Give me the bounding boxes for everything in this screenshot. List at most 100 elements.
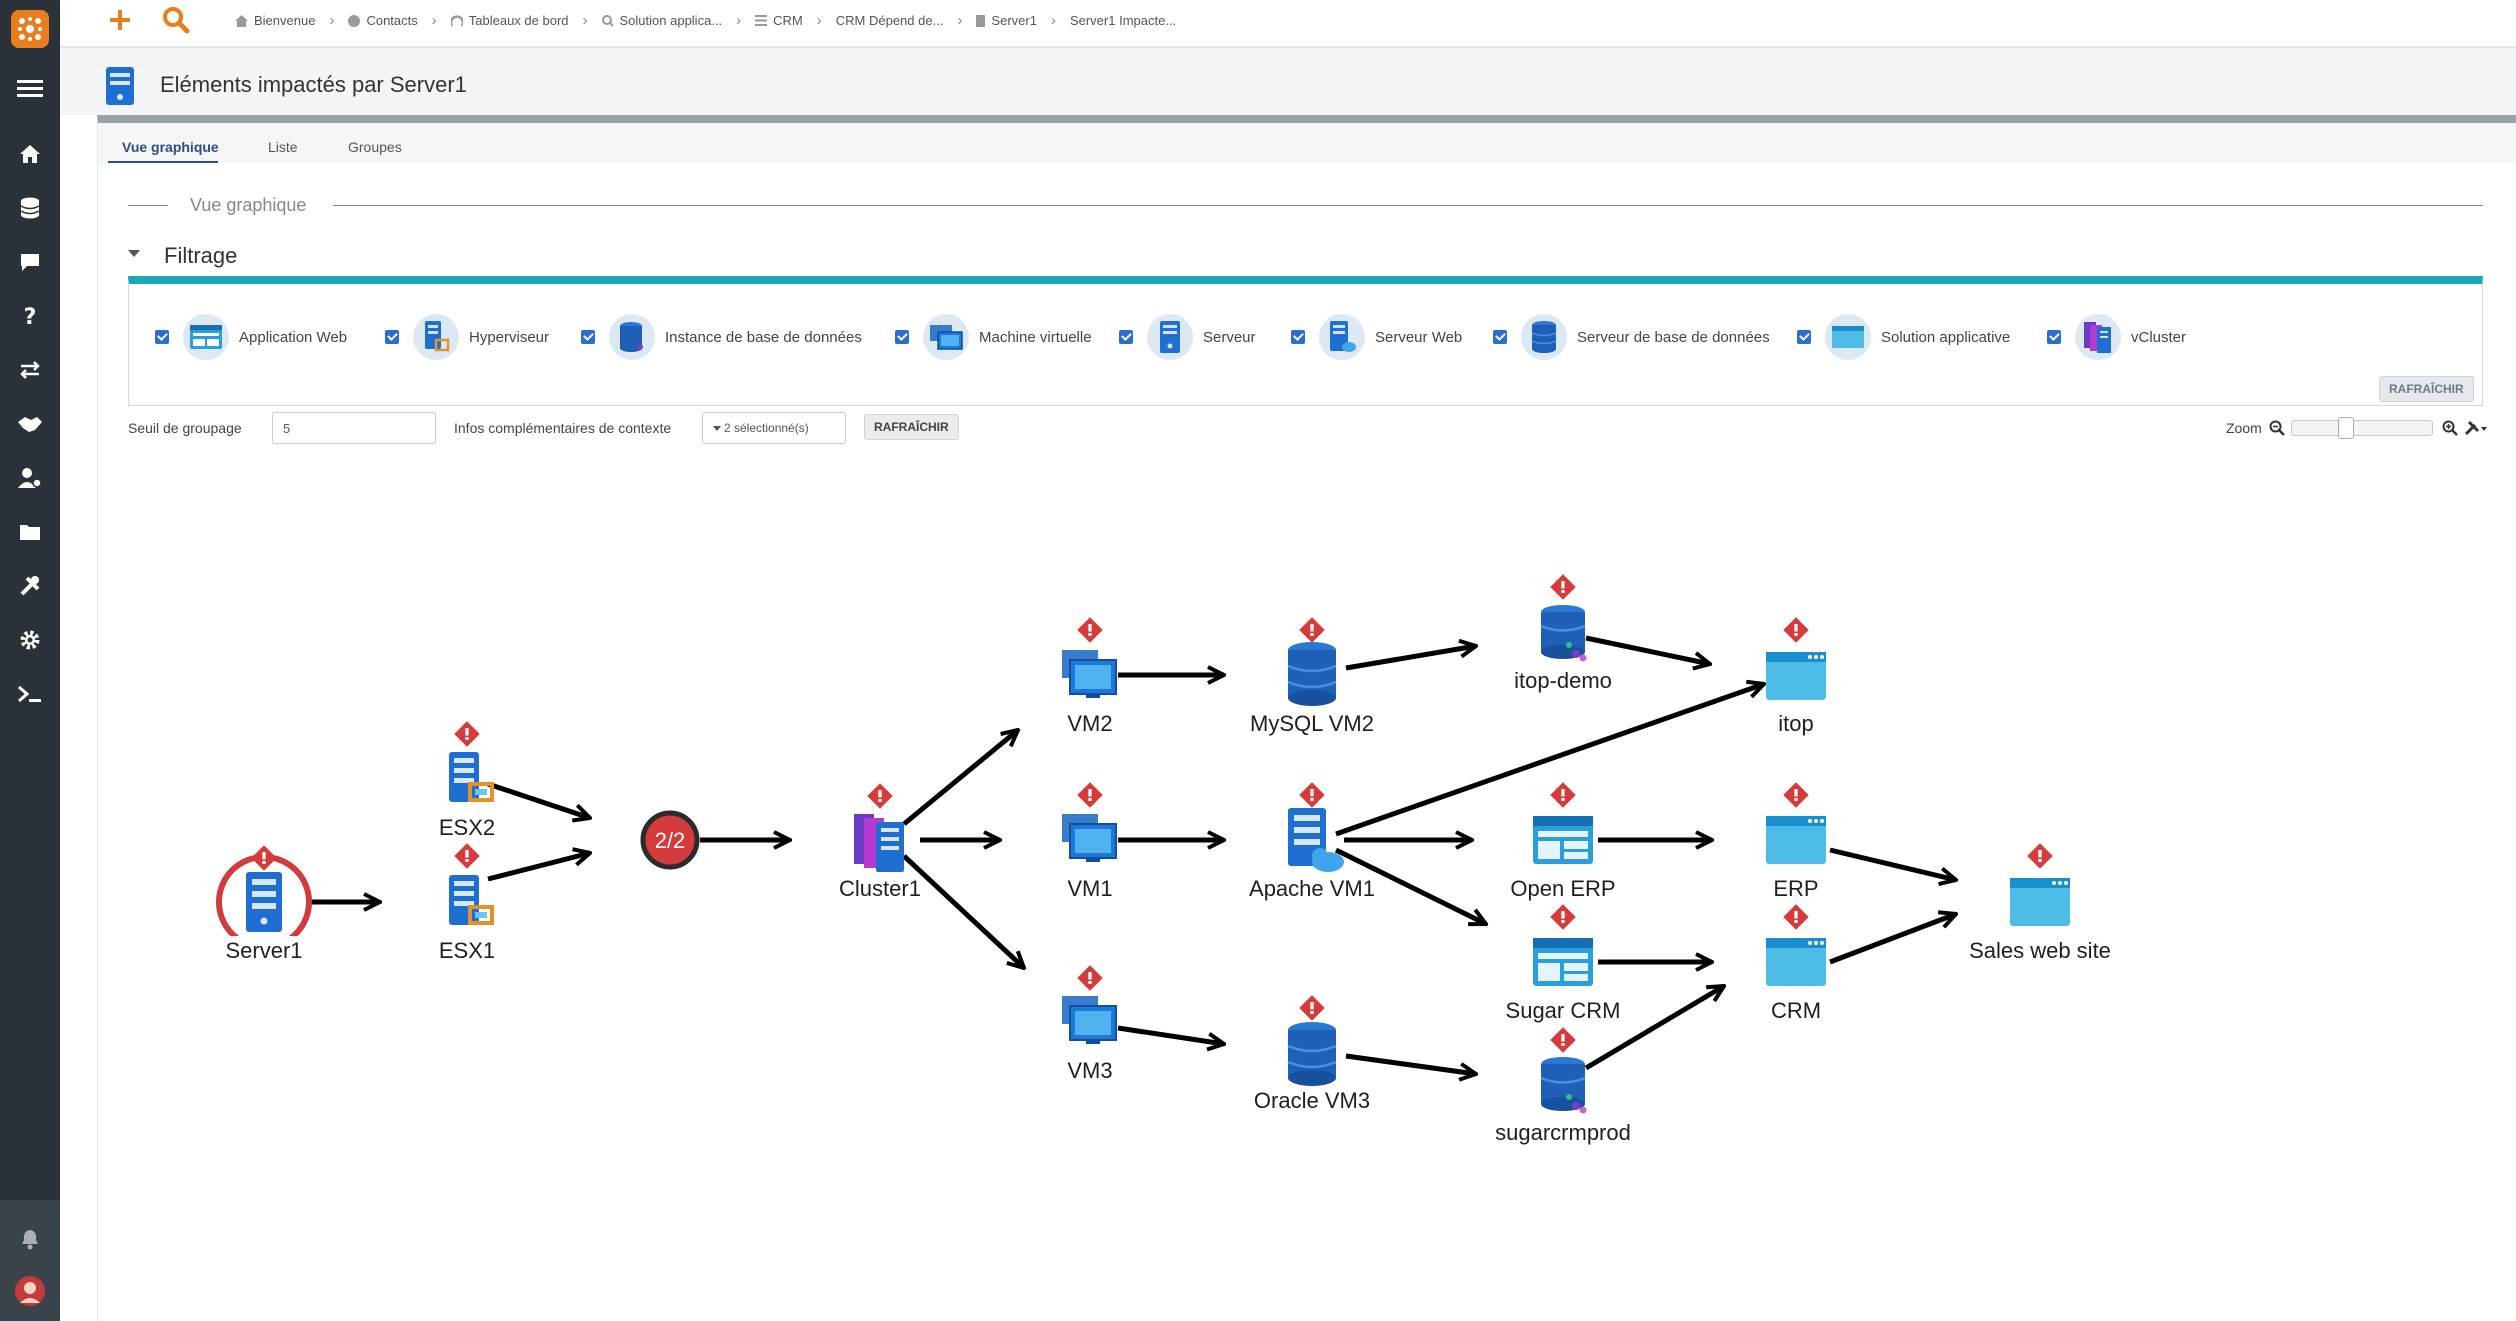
- filter-application-solution[interactable]: Solution applicative: [1797, 314, 2010, 360]
- web-application-icon: [1533, 816, 1593, 864]
- folder-icon[interactable]: [15, 517, 45, 547]
- edge-crm-saleswebsite: [1829, 914, 1956, 965]
- filter-db-instance[interactable]: Instance de base de données: [581, 314, 862, 360]
- graph-node-apachevm1[interactable]: Apache VM1: [1249, 782, 1375, 901]
- graph-node-esx2[interactable]: ESX2: [439, 721, 495, 840]
- graph-node-esx1[interactable]: ESX1: [439, 843, 495, 963]
- filter-server[interactable]: Serveur: [1119, 314, 1256, 360]
- itop-logo-icon[interactable]: [11, 10, 49, 48]
- edge-apachevm1-sugarcrm: [1334, 847, 1486, 927]
- exchange-icon[interactable]: [15, 355, 45, 385]
- graph-node-server1[interactable]: Server1: [214, 845, 314, 963]
- filter-db-server[interactable]: Serveur de base de données: [1493, 314, 1770, 360]
- breadcrumb-item[interactable]: Bienvenue›: [235, 12, 334, 29]
- checkbox[interactable]: [581, 330, 595, 344]
- tools-icon[interactable]: [15, 571, 45, 601]
- graph-node-mysqlvm2[interactable]: MySQL VM2: [1250, 617, 1374, 736]
- graph-node-openerp[interactable]: Open ERP: [1510, 782, 1616, 901]
- graph-node-sugarcrm[interactable]: Sugar CRM: [1506, 904, 1621, 1023]
- graph-node-vm2[interactable]: VM2: [1061, 617, 1117, 736]
- breadcrumb-item[interactable]: CRM Dépend de...›: [835, 12, 963, 29]
- zoom-out-icon[interactable]: [2269, 420, 2285, 439]
- virtual-machine-icon: [1061, 649, 1117, 699]
- checkbox[interactable]: [2047, 330, 2061, 344]
- application-solution-icon: [2010, 878, 2070, 926]
- filter-panel: Application Web Hyperviseur Instance de …: [128, 276, 2483, 406]
- checkbox[interactable]: [1291, 330, 1305, 344]
- group-count-label: 2/2: [655, 828, 686, 853]
- filter-hypervisor[interactable]: Hyperviseur: [385, 314, 549, 360]
- help-icon[interactable]: ?: [15, 301, 45, 331]
- tab-graph-view[interactable]: Vue graphique: [122, 139, 219, 155]
- graph-node-itopdemo[interactable]: itop-demo: [1514, 574, 1612, 693]
- node-label: Server1: [225, 938, 302, 963]
- graph-node-vm3[interactable]: VM3: [1061, 965, 1117, 1083]
- controls-refresh-button[interactable]: RAFRAÎCHIR: [864, 414, 959, 440]
- database-icon[interactable]: [15, 193, 45, 223]
- filter-refresh-button[interactable]: RAFRAÎCHIR: [2379, 376, 2474, 402]
- application-solution-icon: [1825, 314, 1871, 360]
- user-avatar[interactable]: [15, 1276, 45, 1306]
- filter-heading[interactable]: Filtrage: [164, 243, 238, 268]
- breadcrumb-item[interactable]: Tableaux de bord›: [450, 12, 588, 29]
- graph-node-saleswebsite[interactable]: Sales web site: [1969, 843, 2111, 963]
- graph-node-sugarcrmprod[interactable]: sugarcrmprod: [1495, 1027, 1631, 1145]
- settings-gear-icon[interactable]: [15, 625, 45, 655]
- graph-node-vm1[interactable]: VM1: [1061, 782, 1117, 901]
- breadcrumb-label: Bienvenue: [254, 13, 316, 28]
- breadcrumb-item[interactable]: Server1›: [976, 12, 1056, 29]
- checkbox[interactable]: [155, 330, 169, 344]
- checkbox[interactable]: [1797, 330, 1811, 344]
- virtual-machine-icon: [1061, 995, 1117, 1045]
- filter-web-server[interactable]: Serveur Web: [1291, 314, 1462, 360]
- node-label: ESX2: [439, 815, 495, 840]
- chat-icon[interactable]: [15, 247, 45, 277]
- plus-icon[interactable]: [108, 8, 132, 37]
- node-label: Apache VM1: [1249, 876, 1375, 901]
- user-gear-icon[interactable]: [15, 463, 45, 493]
- checkbox[interactable]: [1493, 330, 1507, 344]
- graph-node-cluster1[interactable]: Cluster1: [839, 783, 921, 901]
- node-label: sugarcrmprod: [1495, 1120, 1631, 1145]
- checkbox[interactable]: [895, 330, 909, 344]
- breadcrumb-label: Solution applica...: [619, 13, 723, 28]
- tab-list[interactable]: Liste: [268, 139, 298, 155]
- graph-node-crm[interactable]: CRM: [1766, 904, 1826, 1023]
- context-info-label: Infos complémentaires de contexte: [454, 420, 672, 436]
- breadcrumb-item[interactable]: Contacts›: [348, 12, 437, 29]
- terminal-icon[interactable]: [15, 679, 45, 709]
- graph-node-itop[interactable]: itop: [1766, 617, 1826, 736]
- collapse-caret-icon[interactable]: [128, 250, 140, 257]
- search-icon[interactable]: [162, 6, 190, 39]
- graph-node-oraclevm3[interactable]: Oracle VM3: [1254, 995, 1370, 1113]
- context-info-select[interactable]: 2 sélectionné(s): [702, 412, 846, 444]
- grouping-threshold-input[interactable]: 5: [272, 412, 436, 444]
- graph-tools-icon[interactable]: [2464, 419, 2488, 440]
- breadcrumb-item[interactable]: Server1 Impacte...: [1070, 13, 1176, 28]
- node-label: VM2: [1067, 711, 1112, 736]
- node-label: Open ERP: [1510, 876, 1615, 901]
- graph-node-group[interactable]: 2/2: [640, 810, 700, 870]
- grouping-threshold-label: Seuil de groupage: [128, 420, 242, 436]
- filter-virtual-machine[interactable]: Machine virtuelle: [895, 314, 1092, 360]
- node-label: ERP: [1773, 876, 1818, 901]
- breadcrumb-item[interactable]: CRM›: [755, 12, 822, 29]
- breadcrumb: Bienvenue› Contacts› Tableaux de bord› S…: [235, 12, 1190, 29]
- server-icon: [105, 66, 135, 111]
- filter-vcluster[interactable]: vCluster: [2047, 314, 2186, 360]
- menu-icon[interactable]: [15, 73, 45, 103]
- bell-icon[interactable]: [15, 1224, 45, 1254]
- filter-web-application[interactable]: Application Web: [155, 314, 347, 360]
- zoom-in-icon[interactable]: [2442, 420, 2458, 439]
- zoom-slider-handle[interactable]: [2338, 417, 2354, 439]
- breadcrumb-item[interactable]: Solution applica...›: [601, 12, 741, 29]
- checkbox[interactable]: [385, 330, 399, 344]
- checkbox[interactable]: [1119, 330, 1133, 344]
- tab-groups[interactable]: Groupes: [348, 139, 402, 155]
- handshake-icon[interactable]: [15, 409, 45, 439]
- graph-node-erp[interactable]: ERP: [1766, 782, 1826, 901]
- home-icon[interactable]: [15, 139, 45, 169]
- fieldset-legend: Vue graphique: [190, 195, 307, 215]
- filter-label: Instance de base de données: [665, 328, 862, 346]
- zoom-slider[interactable]: [2291, 417, 2433, 439]
